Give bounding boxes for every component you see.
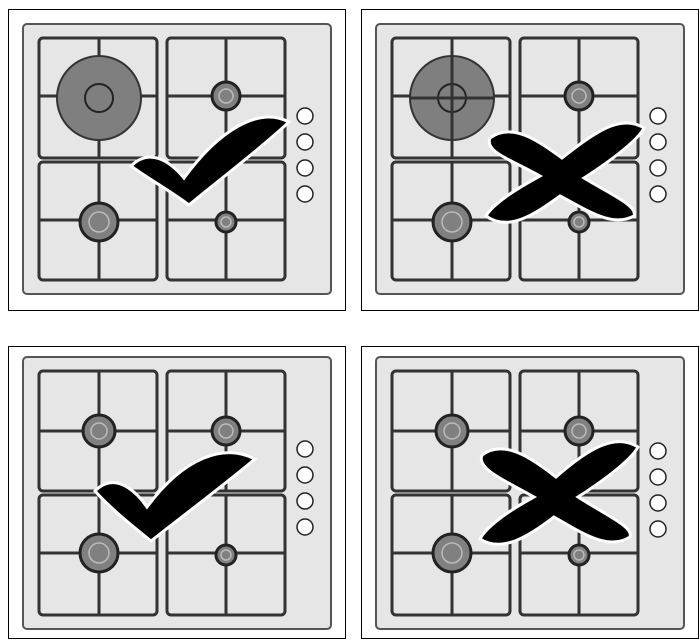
hob-panel-bottom-left <box>8 346 346 639</box>
gas-burner <box>83 415 115 447</box>
gas-burner-small <box>216 545 236 565</box>
gas-burner-small <box>216 212 236 232</box>
hob-panel-bottom-right <box>361 346 699 639</box>
gas-burner <box>436 415 468 447</box>
gas-burner <box>80 203 118 241</box>
hob-illustration <box>362 347 698 638</box>
gas-burner <box>565 82 593 110</box>
hob-illustration <box>9 10 345 310</box>
hob-illustration <box>362 10 698 310</box>
electric-hotplate <box>410 56 494 140</box>
gas-burner <box>80 534 118 572</box>
gas-burner <box>433 203 471 241</box>
hob-panel-top-right <box>361 9 699 311</box>
hob-illustration <box>9 347 345 638</box>
hob-panel-top-left <box>8 9 346 311</box>
gas-burner-small <box>569 212 589 232</box>
gas-burner <box>433 534 471 572</box>
gas-burner <box>212 417 240 445</box>
gas-burner <box>212 82 240 110</box>
electric-hotplate <box>57 56 141 140</box>
gas-burner-small <box>569 545 589 565</box>
gas-burner <box>565 417 593 445</box>
